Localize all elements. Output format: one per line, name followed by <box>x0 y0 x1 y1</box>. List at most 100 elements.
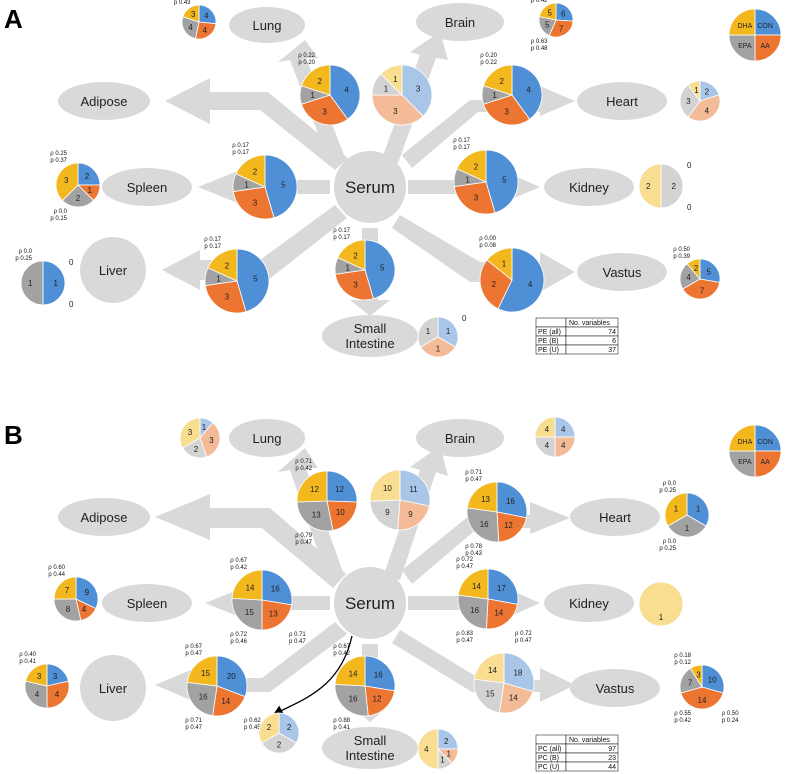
pie-slice-dha <box>534 416 556 438</box>
organ-lung-b <box>229 419 305 457</box>
panel-a: A Serum Lung Brain Adipose Heart Spleen … <box>4 0 782 358</box>
pie-slice-con <box>326 470 358 503</box>
pie-slice-dha <box>231 569 263 601</box>
stat-label: ρ 0.0 <box>19 249 33 255</box>
pie-slice-aa <box>482 94 531 126</box>
pie-value-label: 5 <box>380 264 385 273</box>
pie-value-label: 2 <box>76 194 81 203</box>
pie-value-label: 15 <box>486 689 495 698</box>
stat-label: ρ 0.72 <box>456 557 473 563</box>
pie-slice-con <box>42 260 66 306</box>
stat-label: ρ 0.83 <box>456 631 473 637</box>
pie-value-label: 2 <box>444 737 449 746</box>
pie-slice-con <box>236 248 270 313</box>
pie-value-label: 2 <box>474 162 479 171</box>
pie-value-label: 7 <box>688 678 693 687</box>
organ-label-si2-a: Intestine <box>345 336 394 351</box>
pie-zero-label: 0 <box>687 203 692 212</box>
pie-value-label: 16 <box>271 585 280 594</box>
pie-value-label: 2 <box>225 261 230 270</box>
pie-value-label: 1 <box>393 75 398 84</box>
pie-value-label: 16 <box>506 497 515 506</box>
stat-label: ρ 0.0 <box>663 481 677 487</box>
pie-slice-dha <box>55 162 79 202</box>
organ-label-lung-a: Lung <box>253 18 282 33</box>
pie-value-label: 2 <box>287 723 292 732</box>
pie-value-label: 5 <box>253 274 258 283</box>
pie-value-label: 2 <box>500 77 505 86</box>
legend-slice-con <box>754 424 782 452</box>
stat-label: p 0.39 <box>673 254 690 260</box>
organ-label-si2-b: Intestine <box>345 748 394 763</box>
legend-label: CON <box>757 439 773 446</box>
pie-value-label: 4 <box>82 605 87 614</box>
pie-value-label: 1 <box>502 259 507 268</box>
pie-value-label: 4 <box>528 280 533 289</box>
pie-slice-aa <box>199 422 221 458</box>
stat-label: ρ 0.71 <box>465 470 482 476</box>
pie-value-label: 9 <box>85 588 90 597</box>
pie-slice-epa <box>231 597 263 631</box>
stat-label: ρ 0.88 <box>333 718 350 724</box>
pie-value-label: 5 <box>707 268 712 277</box>
pie-slice-aa <box>371 94 424 126</box>
stat-label: ρ 0.00 <box>479 236 496 242</box>
pie-slice-epa <box>334 683 369 717</box>
pie-value-label: 11 <box>409 485 418 494</box>
legend-slice-aa <box>754 450 782 478</box>
organ-heart-a <box>577 82 667 120</box>
organ-liver-a <box>80 237 146 303</box>
pie-slice-aa <box>486 598 518 630</box>
stat-label: ρ 0.79 <box>295 533 312 539</box>
organ-liver-b <box>80 655 146 721</box>
pie-value-label: 1 <box>384 84 389 93</box>
pie-value-label: 1 <box>446 749 451 758</box>
stat-label: p 0.42 <box>674 718 691 724</box>
pie-slice-dha <box>638 163 662 209</box>
organ-label-adipose-a: Adipose <box>81 94 128 109</box>
pie-slice-dha <box>466 481 498 513</box>
pie-value-label: 4 <box>545 441 550 450</box>
table-header: No. variables <box>569 320 610 327</box>
organ-adipose-a <box>58 82 150 120</box>
stat-label: p 0.46 <box>230 639 247 645</box>
pie-value-label: 3 <box>253 199 258 208</box>
pie-value-label: 4 <box>526 86 531 95</box>
pie-value-label: 4 <box>561 425 566 434</box>
pie-slice-epa <box>473 678 505 714</box>
legend-slice-dha <box>728 8 756 36</box>
stat-label: p 0.42 <box>230 565 247 571</box>
table-row-value: 6 <box>612 338 616 345</box>
pie-value-label: 3 <box>686 97 691 106</box>
pie-value-label: 16 <box>374 671 383 680</box>
pie-value-label: 1 <box>674 505 679 514</box>
pie-zero-label: 0 <box>462 314 467 323</box>
pie-value-label: 3 <box>225 293 230 302</box>
pie-slice-aa <box>300 94 349 126</box>
stat-label: ρ 0.55 <box>674 711 691 717</box>
stat-label: p 0.47 <box>456 564 473 570</box>
pie-value-label: 14 <box>494 609 503 618</box>
pie-value-label: 14 <box>349 669 358 678</box>
pie-value-label: 1 <box>685 524 690 533</box>
organ-label-heart-b: Heart <box>599 510 631 525</box>
pie-slice-aa <box>687 94 721 122</box>
stat-label: p 0.17 <box>453 145 470 151</box>
stat-label: ρ 0.18 <box>674 653 691 659</box>
pie-slice-aa <box>420 336 456 358</box>
arrow-serum-heart-b <box>402 502 570 584</box>
pie-value-label: 4 <box>561 441 566 450</box>
pie-slice-con <box>264 154 298 219</box>
table-row-label: PE (all) <box>538 329 561 336</box>
pie-slice-aa <box>479 259 513 310</box>
pie-slice-epa <box>534 436 556 458</box>
pie-slice-dha <box>482 64 513 96</box>
organ-label-spleen-a: Spleen <box>127 180 167 195</box>
stat-label: p 0.15 <box>50 216 67 222</box>
